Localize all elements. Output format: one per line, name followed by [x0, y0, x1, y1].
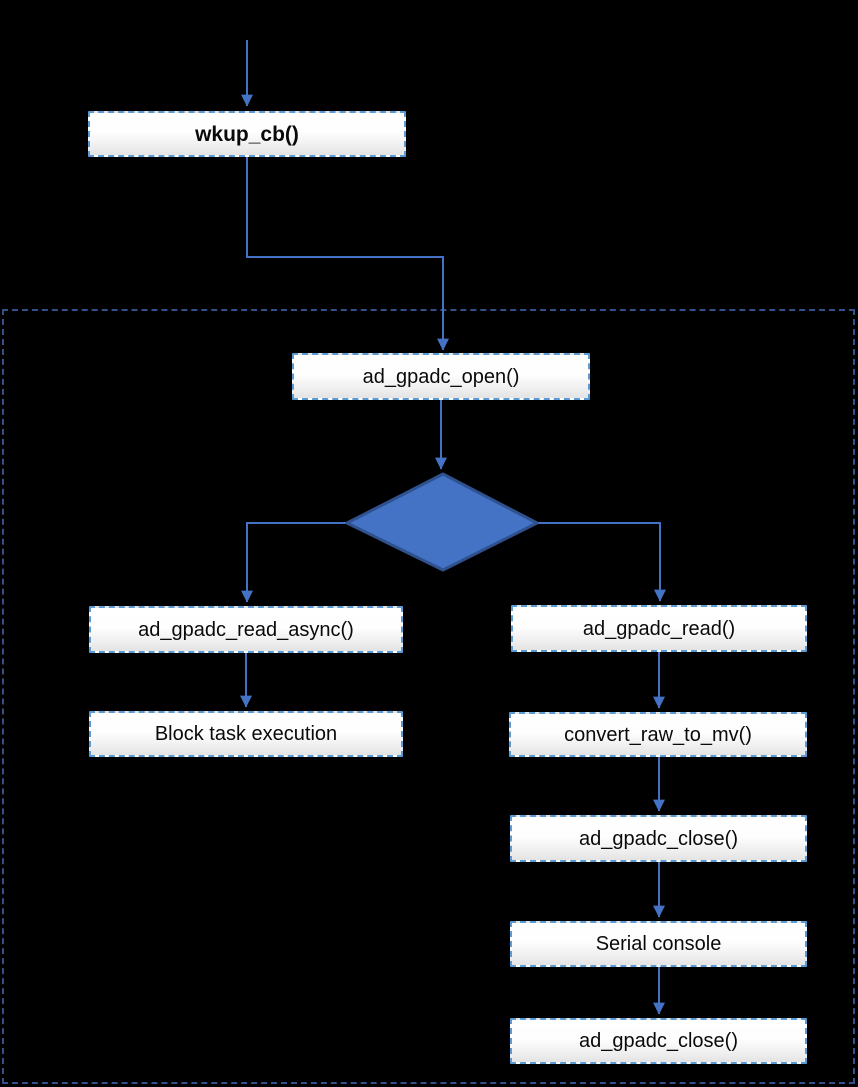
node-wkup-cb-label: wkup_cb()	[195, 122, 299, 146]
node-ad-gpadc-open: ad_gpadc_open()	[292, 353, 590, 400]
node-ad-gpadc-close-2: ad_gpadc_close()	[510, 1018, 807, 1064]
connector-decision-to-read-async	[241, 522, 347, 603]
node-convert-raw-to-mv-label: convert_raw_to_mv()	[564, 723, 752, 746]
node-ad-gpadc-close-1-label: ad_gpadc_close()	[579, 827, 738, 850]
node-block-task-execution: Block task execution	[89, 711, 403, 757]
node-convert-raw-to-mv: convert_raw_to_mv()	[509, 712, 807, 757]
node-ad-gpadc-read-async-label: ad_gpadc_read_async()	[138, 618, 354, 641]
node-ad-gpadc-close-2-label: ad_gpadc_close()	[579, 1030, 738, 1052]
dashed-group-container	[2, 309, 855, 1084]
node-wkup-cb: wkup_cb()	[88, 111, 406, 157]
node-serial-console-label: Serial console	[595, 933, 722, 955]
node-serial-console: Serial console	[510, 921, 807, 967]
node-ad-gpadc-read-label: ad_gpadc_read()	[582, 617, 736, 640]
node-ad-gpadc-open-label: ad_gpadc_open()	[362, 365, 520, 388]
node-block-task-execution-label: Block task execution	[154, 723, 338, 745]
node-ad-gpadc-read-async: ad_gpadc_read_async()	[89, 606, 403, 653]
node-ad-gpadc-read: ad_gpadc_read()	[511, 605, 807, 652]
node-ad-gpadc-close-1: ad_gpadc_close()	[510, 815, 807, 862]
connector-decision-to-read	[537, 522, 666, 602]
connector-wkup-cb-to-open	[246, 157, 449, 351]
decision-diamond	[345, 472, 539, 572]
